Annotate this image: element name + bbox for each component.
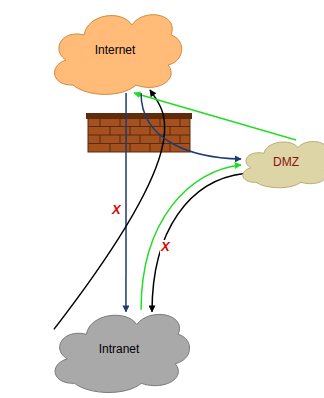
node-label: Intranet	[99, 342, 140, 356]
node-label: DMZ	[273, 155, 299, 169]
internet-cloud: Internet	[45, 0, 185, 100]
connector	[54, 90, 165, 329]
blocked-mark: X	[111, 203, 122, 217]
connector	[141, 93, 241, 159]
connector	[141, 165, 241, 310]
connector	[125, 93, 127, 312]
connector	[152, 174, 244, 312]
intranet-cloud: Intranet	[45, 300, 193, 398]
node-label: Internet	[95, 43, 136, 57]
dmz-cloud: DMZ	[236, 133, 324, 191]
blocked-mark: X	[160, 240, 171, 254]
